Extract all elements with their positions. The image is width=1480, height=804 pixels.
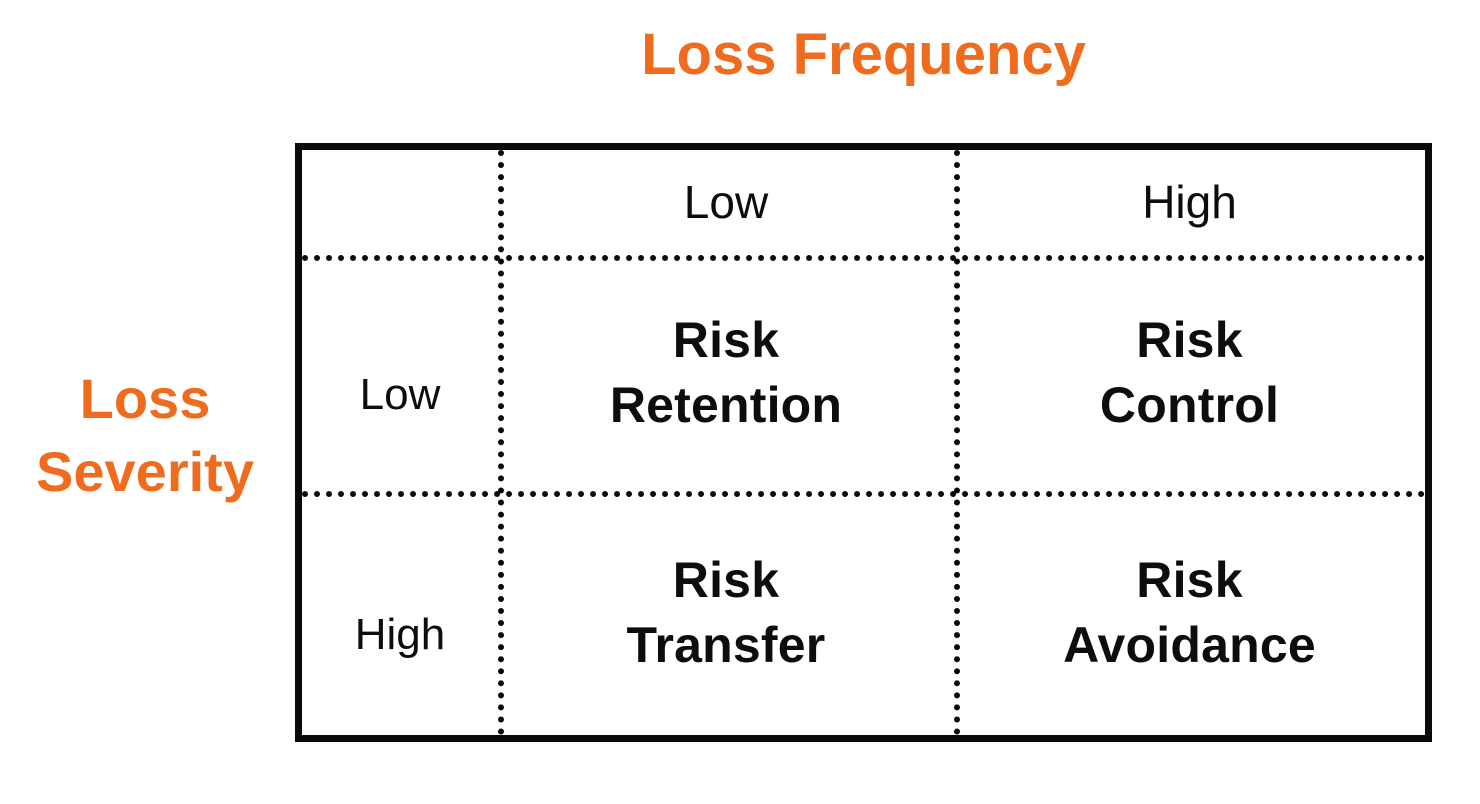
matrix-cell-risk-transfer-text: Risk Transfer xyxy=(627,548,826,678)
matrix-cell-risk-avoidance-line2: Avoidance xyxy=(1063,617,1316,673)
matrix-cell-risk-retention-text: Risk Retention xyxy=(610,308,842,438)
matrix-cell-risk-transfer: Risk Transfer xyxy=(498,491,954,735)
column-header-low: Low xyxy=(683,176,769,229)
matrix-cell-risk-retention-line1: Risk xyxy=(672,312,780,368)
loss-severity-axis-title-line1: Loss xyxy=(79,367,211,430)
matrix-cell-risk-control-line2: Control xyxy=(1099,377,1280,433)
horizontal-divider-header xyxy=(302,255,1425,261)
matrix-cell-risk-transfer-line2: Transfer xyxy=(626,617,826,673)
vertical-divider-1 xyxy=(498,150,504,735)
matrix-cell-risk-control-text: Risk Control xyxy=(1100,308,1279,438)
loss-severity-axis-title: Loss Severity xyxy=(0,363,290,509)
matrix-cell-risk-retention: Risk Retention xyxy=(498,255,954,491)
risk-matrix-grid: Low High Low High Risk Retention Risk Co… xyxy=(302,150,1425,735)
loss-frequency-axis-title: Loss Frequency xyxy=(641,22,1086,87)
row-header-high: High xyxy=(354,609,446,659)
matrix-cell-risk-avoidance: Risk Avoidance xyxy=(954,491,1425,735)
row-header-low: Low xyxy=(359,369,441,419)
matrix-cell-risk-transfer-line1: Risk xyxy=(672,552,780,608)
vertical-divider-2 xyxy=(954,150,960,735)
matrix-cell-risk-retention-line2: Retention xyxy=(609,377,843,433)
horizontal-divider-middle xyxy=(302,491,1425,497)
matrix-cell-risk-avoidance-line1: Risk xyxy=(1136,552,1243,608)
matrix-cell-risk-control-line1: Risk xyxy=(1136,312,1243,368)
matrix-cell-risk-control: Risk Control xyxy=(954,255,1425,491)
risk-matrix: Low High Low High Risk Retention Risk Co… xyxy=(295,143,1432,742)
matrix-cell-risk-avoidance-text: Risk Avoidance xyxy=(1063,548,1316,678)
matrix-corner-cell xyxy=(302,150,498,255)
column-header-high: High xyxy=(1142,176,1237,229)
loss-severity-axis-title-line2: Severity xyxy=(36,439,254,503)
